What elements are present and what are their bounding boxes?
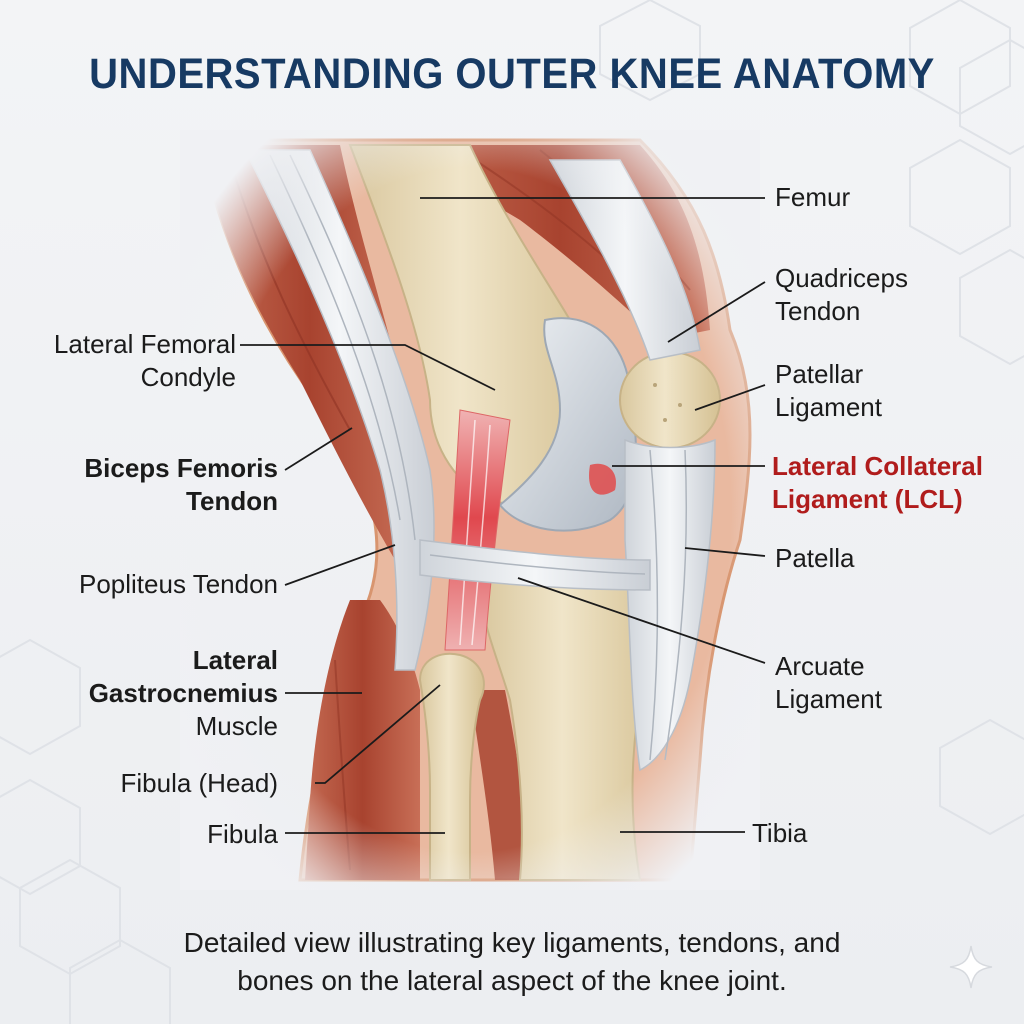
- leader-popliteus: [284, 544, 396, 586]
- label-lcl: Lateral Collateral Ligament (LCL): [772, 451, 983, 514]
- leader-fibula-head: [315, 684, 441, 784]
- label-lateral-femoral-condyle: Lateral Femoral Condyle: [53, 329, 236, 392]
- leader-biceps-femoris: [284, 427, 353, 471]
- label-quadriceps-tendon: Quadriceps Tendon: [775, 263, 908, 326]
- label-patella: Patella: [775, 543, 855, 573]
- label-femur: Femur: [775, 182, 851, 212]
- page-title: UNDERSTANDING OUTER KNEE ANATOMY: [89, 50, 935, 98]
- label-fibula: Fibula: [207, 819, 278, 849]
- label-gastrocnemius-muscle: Muscle: [195, 711, 278, 741]
- leader-quadriceps-tendon: [667, 281, 766, 343]
- leader-patellar-ligament: [694, 384, 766, 411]
- label-arcuate-ligament: Arcuate Ligament: [775, 651, 882, 714]
- leader-patella: [684, 547, 766, 557]
- label-popliteus-tendon: Popliteus Tendon: [78, 569, 278, 599]
- label-fibula-head: Fibula (Head): [120, 768, 278, 798]
- leader-arcuate-ligament: [517, 577, 766, 664]
- label-tibia: Tibia: [752, 818, 808, 848]
- label-patellar-ligament: Patellar Ligament: [775, 359, 882, 422]
- label-biceps-femoris-tendon: Biceps Femoris Tendon: [84, 453, 278, 516]
- label-lateral-gastrocnemius: Lateral Gastrocnemius: [88, 645, 278, 708]
- leader-lateral-femoral-condyle: [240, 344, 496, 391]
- caption: Detailed view illustrating key ligaments…: [183, 927, 841, 996]
- sparkle-icon: [949, 945, 993, 989]
